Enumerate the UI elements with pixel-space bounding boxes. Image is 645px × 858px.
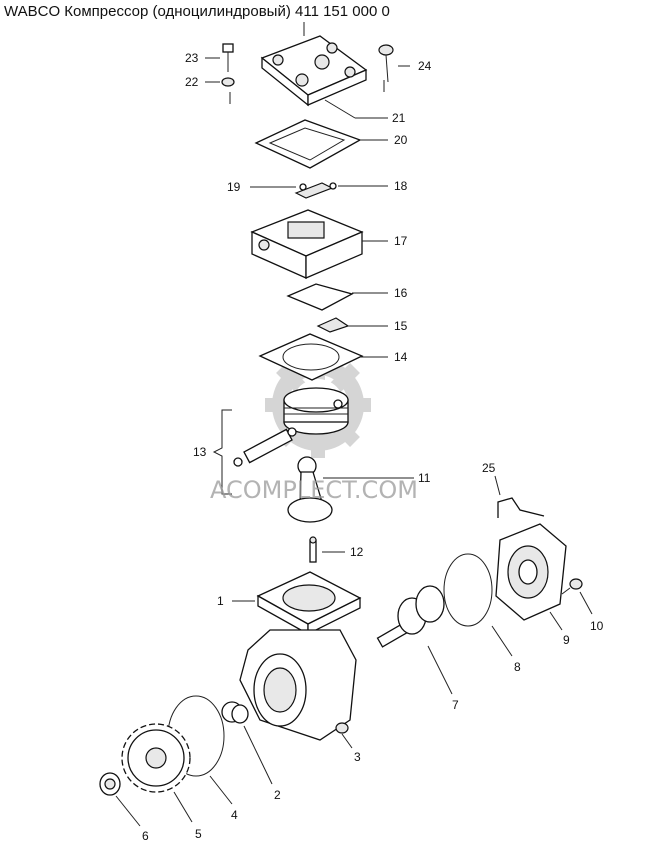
label-18[interactable]: 18 (394, 179, 408, 193)
label-3[interactable]: 3 (354, 750, 361, 764)
label-8[interactable]: 8 (514, 660, 521, 674)
label-21[interactable]: 21 (392, 111, 406, 125)
part-12-bolt[interactable] (309, 536, 317, 563)
part-14-gasket[interactable] (258, 333, 364, 381)
label-4[interactable]: 4 (231, 808, 238, 822)
part-6-nut[interactable] (99, 772, 121, 796)
label-15[interactable]: 15 (394, 319, 408, 333)
label-1[interactable]: 1 (217, 594, 224, 608)
part-18-screw[interactable] (329, 182, 337, 190)
part-23-bolt[interactable] (222, 43, 234, 72)
part-21-head-cover[interactable] (229, 22, 385, 107)
part-5-gear[interactable] (121, 723, 191, 793)
part-13-piston-group[interactable] (233, 387, 349, 467)
label-19[interactable]: 19 (227, 180, 241, 194)
label-24[interactable]: 24 (418, 59, 432, 73)
diagram-title: WABCO Компрессор (одноцилиндровый) 411 1… (4, 3, 390, 20)
label-13[interactable]: 13 (193, 445, 207, 459)
part-20-gasket[interactable] (254, 119, 362, 169)
part-22-washer[interactable] (221, 77, 235, 87)
part-19-valve-plate[interactable] (294, 182, 334, 199)
label-7[interactable]: 7 (452, 698, 459, 712)
label-12[interactable]: 12 (350, 545, 364, 559)
label-17[interactable]: 17 (394, 234, 408, 248)
part-1-crankcase[interactable] (239, 571, 362, 741)
part-25-bracket[interactable] (497, 497, 545, 518)
part-16-gasket[interactable] (286, 283, 354, 311)
label-6[interactable]: 6 (142, 829, 149, 843)
part-9-bearing-cover[interactable] (495, 523, 567, 621)
label-22[interactable]: 22 (185, 75, 199, 89)
part-3-plug[interactable] (335, 722, 349, 734)
watermark-text: ACOMPLECT.COM (210, 476, 418, 504)
part-2-bushing[interactable] (221, 701, 249, 724)
part-24-bolt[interactable] (378, 44, 394, 83)
label-14[interactable]: 14 (394, 350, 408, 364)
label-5[interactable]: 5 (195, 827, 202, 841)
leader-lines (115, 57, 593, 827)
part-8-o-ring[interactable] (443, 553, 493, 627)
label-10[interactable]: 10 (590, 619, 604, 633)
label-9[interactable]: 9 (563, 633, 570, 647)
part-15-reed-valve[interactable] (316, 317, 350, 333)
part-11-connecting-rod[interactable] (287, 456, 333, 523)
label-11[interactable]: 11 (418, 471, 431, 485)
label-16[interactable]: 16 (394, 286, 408, 300)
label-25[interactable]: 25 (482, 461, 496, 475)
part-10-bolt[interactable] (561, 578, 583, 595)
label-2[interactable]: 2 (274, 788, 281, 802)
part-7-crankshaft[interactable] (376, 585, 445, 648)
part-number-labels: 23 22 24 21 20 19 18 17 16 15 14 13 11 1… (142, 51, 604, 843)
label-23[interactable]: 23 (185, 51, 199, 65)
label-20[interactable]: 20 (394, 133, 408, 147)
part-17-valve-body[interactable] (250, 209, 364, 280)
